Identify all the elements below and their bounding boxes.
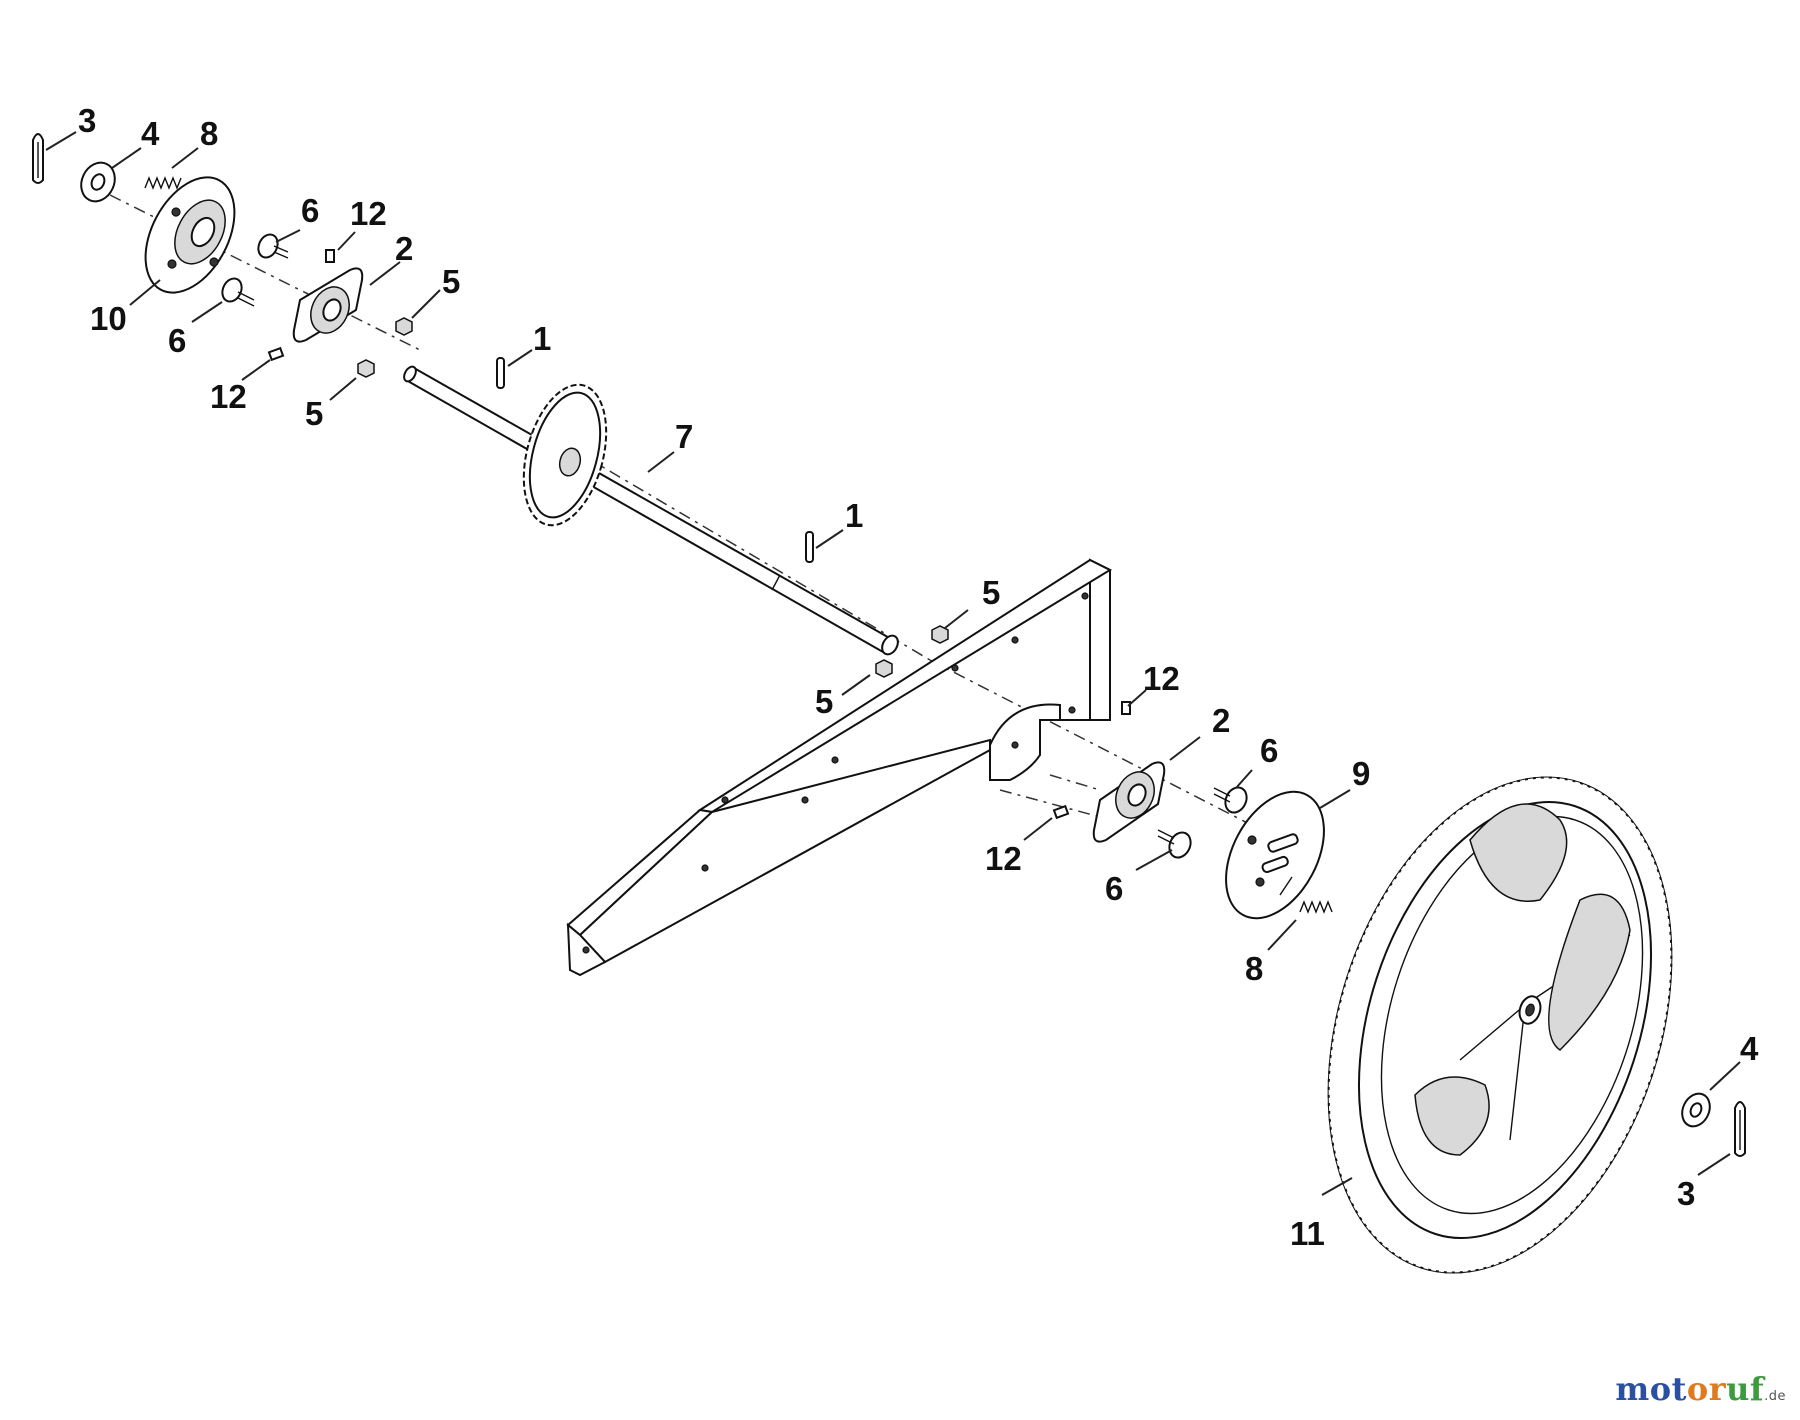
bolt-upper-right: [1213, 786, 1248, 814]
callout-4-top-left: 4: [141, 115, 160, 152]
spring-left: [144, 176, 182, 190]
nut-upper-left: [395, 317, 413, 336]
callout-6-upper-right: 6: [1260, 732, 1278, 769]
roll-pin-upper: [496, 357, 505, 389]
washer-left: [80, 161, 116, 203]
ratchet-plate-left: [144, 176, 236, 294]
callout-8-right: 8: [1245, 950, 1263, 987]
leader-lines: [45, 131, 1741, 1196]
bolt-lower-right: [1157, 829, 1192, 859]
watermark-part-3: uf: [1726, 1370, 1765, 1408]
callout-3-right: 3: [1677, 1175, 1695, 1212]
bolt-lower-left: [221, 277, 255, 307]
washer-right: [1681, 1092, 1711, 1128]
callout-12-upper-left: 12: [350, 195, 387, 232]
callout-6-upper-left: 6: [301, 192, 319, 229]
watermark-tld: .de: [1764, 1389, 1786, 1404]
callout-8-top-left: 8: [200, 115, 218, 152]
callout-3-top-left: 3: [78, 102, 96, 139]
wheel: [1327, 776, 1673, 1274]
cotter-pin-left: [32, 133, 44, 184]
watermark-logo: motoruf.de: [1615, 1370, 1786, 1408]
callout-4-right: 4: [1740, 1030, 1759, 1067]
callout-11: 11: [1290, 1215, 1325, 1252]
set-screw-lower-left: [267, 346, 285, 362]
set-screw-upper-right: [1121, 701, 1131, 715]
callout-12-upper-right: 12: [1143, 660, 1180, 697]
callout-5-lower-left: 5: [305, 395, 323, 432]
callout-5-middle-lower: 5: [815, 683, 833, 720]
set-screw-lower-right: [1052, 804, 1070, 820]
callout-1-upper: 1: [533, 320, 551, 357]
sprocket: [522, 383, 608, 527]
spring-right: [1299, 900, 1333, 914]
set-screw-upper-left: [325, 249, 335, 263]
callout-9: 9: [1352, 755, 1370, 792]
callout-6-lower-right: 6: [1105, 870, 1123, 907]
callout-5-middle-upper: 5: [982, 574, 1000, 611]
callout-12-lower-left: 12: [210, 378, 247, 415]
callout-labels: 3 4 8 6 12 2 5 10 6 1 12 5 7 1 5 5 12 2 …: [78, 102, 1759, 1252]
frame-bracket: [566, 558, 1113, 977]
roll-pin-middle: [805, 531, 814, 563]
bolt-upper-left: [257, 233, 289, 259]
nut-lower-left: [357, 359, 375, 378]
callout-5-upper-left: 5: [442, 263, 460, 300]
callout-2-right: 2: [1212, 702, 1230, 739]
callout-10: 10: [90, 300, 127, 337]
ratchet-plate-right: [1225, 790, 1325, 920]
flange-bearing-left: [292, 267, 364, 343]
callout-6-lower-left: 6: [168, 322, 186, 359]
nut-middle-upper: [931, 625, 949, 644]
watermark-part-1: mot: [1615, 1370, 1687, 1408]
callout-1-middle: 1: [845, 497, 863, 534]
callout-2-left: 2: [395, 230, 413, 267]
flange-bearing-right: [1092, 761, 1166, 843]
watermark-part-2: or: [1686, 1370, 1727, 1408]
callout-12-lower-right: 12: [985, 840, 1022, 877]
callout-7: 7: [675, 418, 693, 455]
cotter-pin-right: [1734, 1101, 1746, 1157]
nut-middle-lower: [875, 659, 893, 678]
axle-shaft: [403, 365, 899, 656]
